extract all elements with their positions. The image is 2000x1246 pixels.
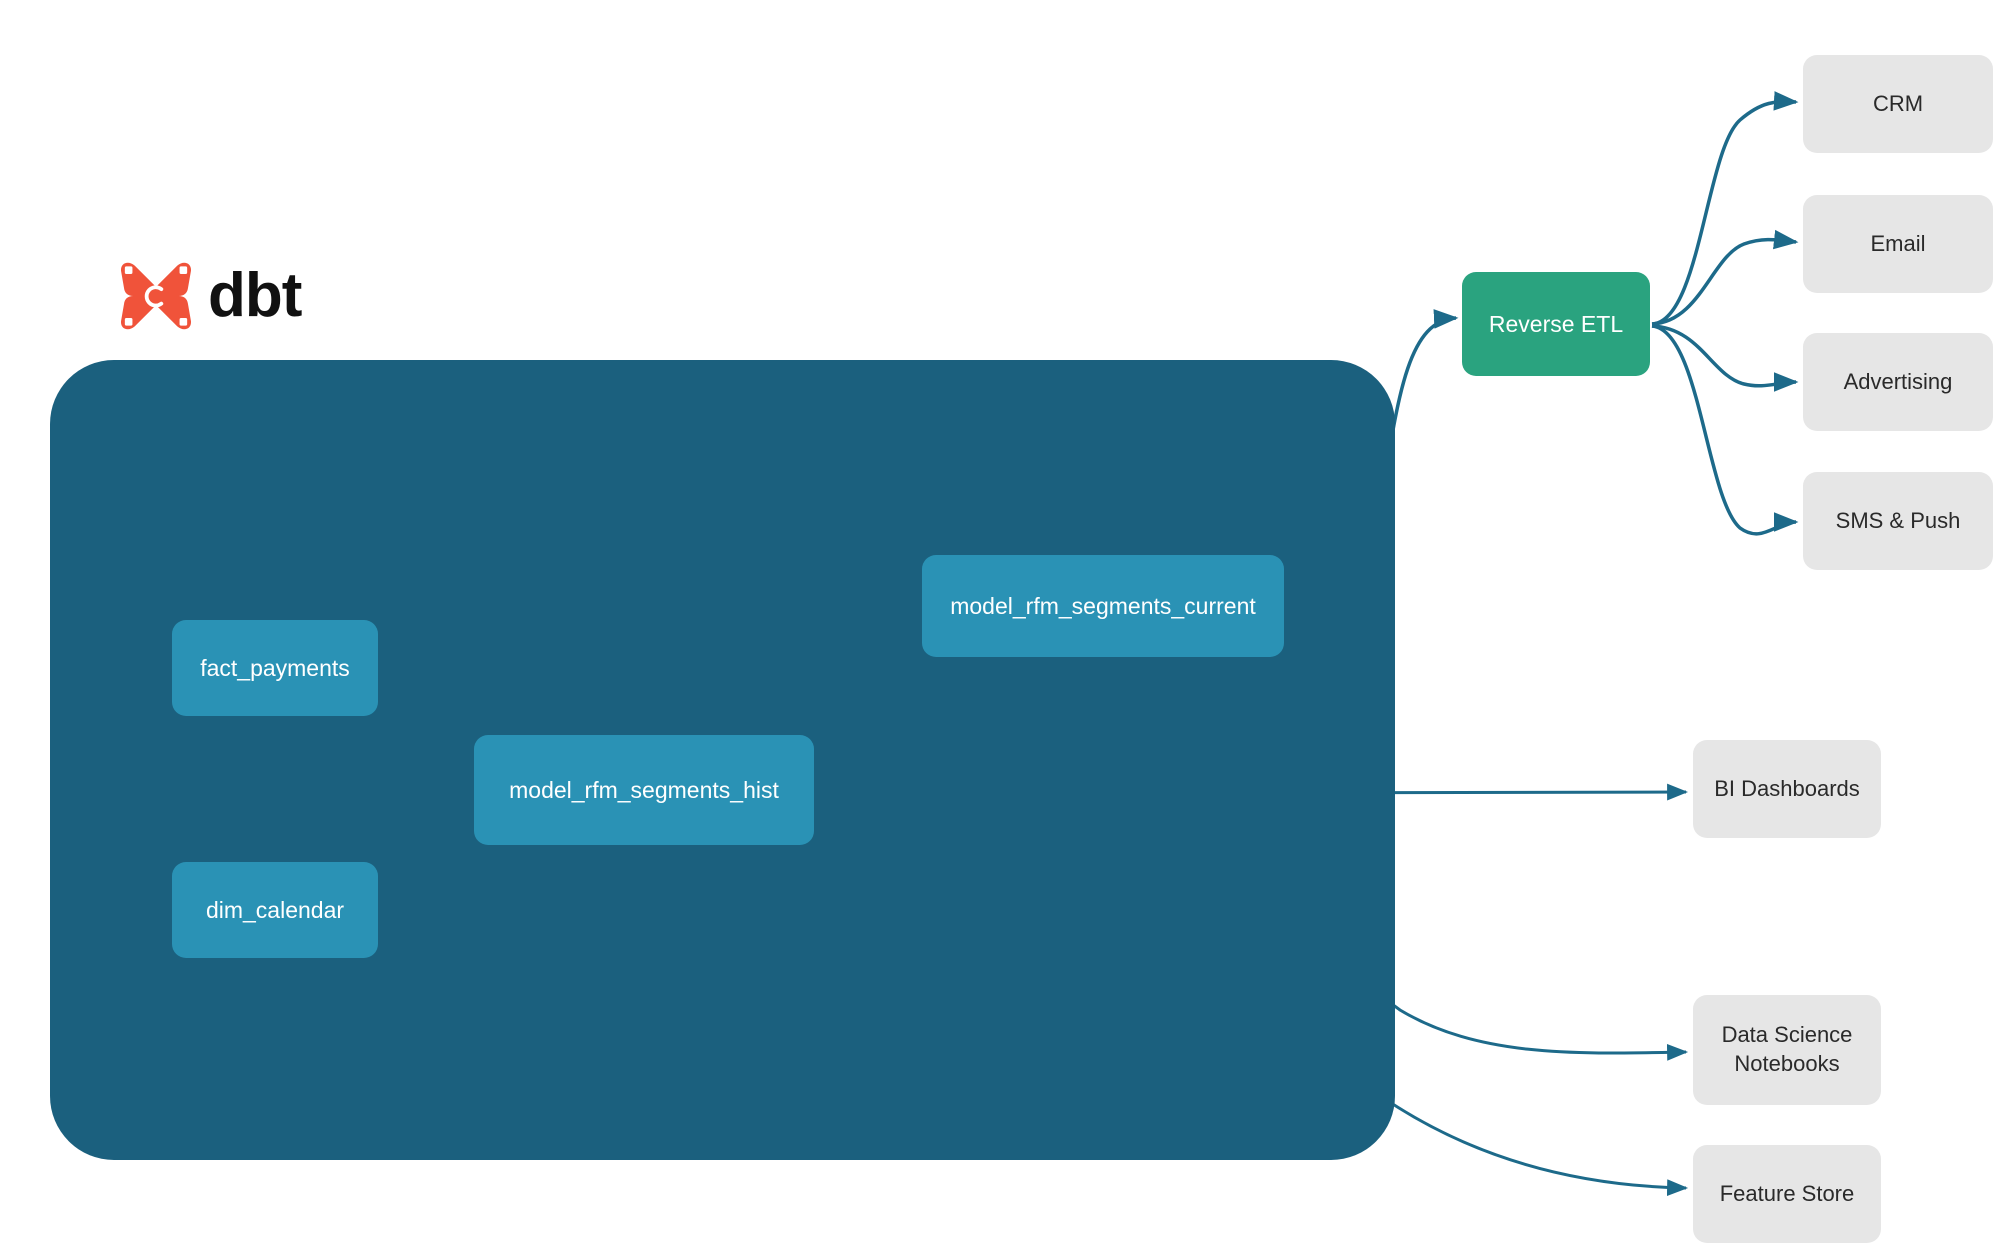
node-model-rfm-segments-current-label: model_rfm_segments_current [950, 592, 1256, 619]
node-reverse-etl-label: Reverse ETL [1488, 310, 1624, 337]
node-destination-bi-dashboards[interactable]: BI Dashboards [1693, 740, 1881, 838]
node-destination-advertising[interactable]: Advertising [1803, 333, 1993, 431]
ds-line-1: Data Science [1721, 1022, 1853, 1048]
edge-reverse-etl-to-email [1651, 229, 1799, 326]
node-destination-sms-push[interactable]: SMS & Push [1803, 472, 1993, 570]
node-destination-data-science-notebooks-label: Data Science Notebooks [1722, 1021, 1853, 1078]
node-destination-feature-store[interactable]: Feature Store [1693, 1145, 1881, 1243]
node-destination-advertising-label: Advertising [1843, 368, 1953, 394]
ds-line-2: Notebooks [1734, 1051, 1840, 1076]
node-model-rfm-segments-hist-label: model_rfm_segments_hist [509, 776, 779, 803]
dbt-logo-icon [120, 262, 192, 330]
node-model-rfm-segments-current[interactable]: model_rfm_segments_current [922, 555, 1284, 657]
dbt-brand: dbt [118, 258, 302, 334]
dbt-wordmark: dbt [208, 261, 302, 330]
node-destination-email-label: Email [1870, 230, 1926, 256]
node-fact-payments-label: fact_payments [200, 654, 350, 681]
node-destination-bi-dashboards-label: BI Dashboards [1714, 775, 1860, 801]
node-dim-calendar[interactable]: dim_calendar [172, 862, 378, 958]
node-fact-payments[interactable]: fact_payments [172, 620, 378, 716]
node-reverse-etl[interactable]: Reverse ETL [1462, 272, 1650, 376]
node-destination-feature-store-label: Feature Store [1719, 1180, 1855, 1206]
node-model-rfm-segments-hist[interactable]: model_rfm_segments_hist [474, 735, 814, 845]
edge-reverse-etl-to-crm [1651, 91, 1799, 326]
edge-reverse-etl-to-sms-push [1651, 324, 1799, 536]
node-destination-email[interactable]: Email [1803, 195, 1993, 293]
node-destination-crm[interactable]: CRM [1803, 55, 1993, 153]
node-destination-sms-push-label: SMS & Push [1835, 507, 1961, 533]
node-dim-calendar-label: dim_calendar [205, 896, 345, 923]
node-destination-crm-label: CRM [1872, 90, 1924, 116]
node-destination-data-science-notebooks[interactable]: Data Science Notebooks [1693, 995, 1881, 1105]
edge-reverse-etl-to-advertising [1651, 324, 1799, 392]
